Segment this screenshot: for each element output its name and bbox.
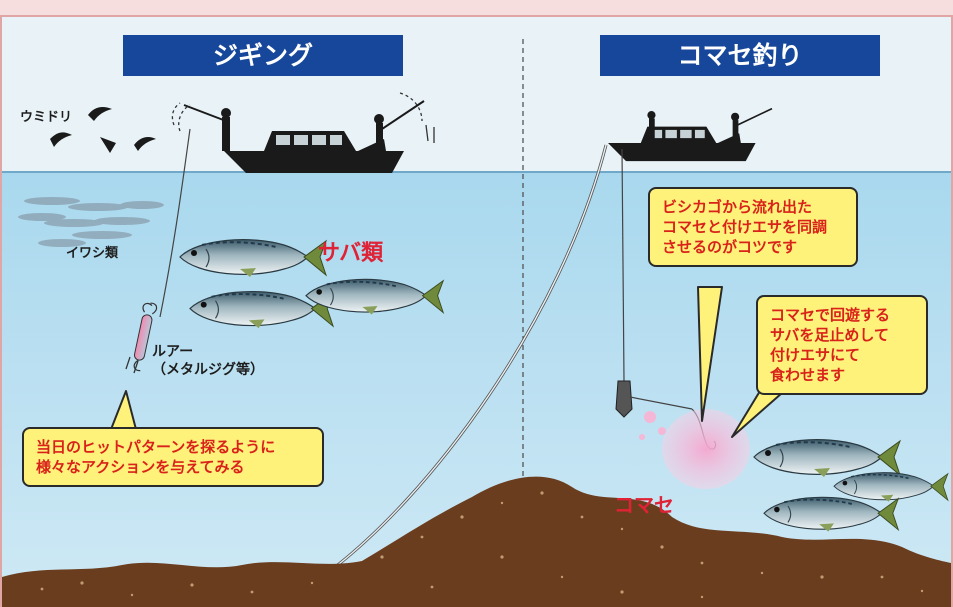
lure-label: ルアー （メタルジグ等）: [152, 343, 264, 379]
diagram-frame: ジギング コマセ釣り ウミドリ イワシ類 サバ類 ルアー （メタルジグ等） コマ…: [0, 15, 953, 607]
sardine-label: イワシ類: [66, 246, 119, 261]
motion-mark: [399, 92, 423, 122]
callout-line: 食わせます: [770, 366, 846, 384]
chum-label: コマセ: [614, 493, 674, 517]
motion-mark: [425, 124, 435, 143]
callout-line: 付けエサにて: [770, 346, 861, 364]
mackerel-label: サバ類: [318, 241, 384, 266]
motion-mark: [171, 102, 181, 126]
lure-label-line: ルアー: [152, 344, 194, 360]
callout-line: させるのがコツです: [662, 238, 798, 256]
callout-line: 様々なアクションを与えてみる: [36, 458, 245, 476]
callout-jigging-tip: 当日のヒットパターンを探るように 様々なアクションを与えてみる: [22, 427, 324, 487]
title-chum-fishing: コマセ釣り: [600, 35, 880, 76]
callout-line: サバを足止めして: [770, 326, 889, 344]
callout-line: ビシカゴから流れ出た: [662, 198, 813, 216]
seabed: [2, 476, 951, 607]
callout-line: 当日のヒットパターンを探るように: [36, 438, 276, 456]
motion-mark: [178, 104, 191, 132]
metal-jig-lure: [133, 302, 158, 372]
seabirds: [50, 107, 156, 153]
motion-mark: [125, 356, 139, 374]
anchor-line-highlight: [321, 144, 607, 578]
seabed-speckles: [40, 491, 924, 599]
sardine-school: [18, 197, 164, 247]
chum-cloud: [639, 409, 750, 489]
bishikago-line: [621, 148, 625, 382]
seabirds-label: ウミドリ: [20, 110, 73, 125]
lure-label-line: （メタルジグ等）: [152, 362, 264, 378]
callout-pointer: [697, 286, 723, 422]
jigging-line: [159, 128, 191, 318]
callout-chum-tip: コマセで回遊する サバを足止めして 付けエサにて 食わせます: [756, 295, 928, 395]
callout-sync-tip: ビシカゴから流れ出た コマセと付けエサを同調 させるのがコツです: [648, 187, 858, 267]
callout-line: コマセと付けエサを同調: [662, 218, 828, 236]
callout-line: コマセで回遊する: [770, 306, 891, 324]
jigging-boat: [183, 100, 425, 173]
chum-fishing-boat: [608, 107, 773, 162]
title-jigging: ジギング: [123, 35, 403, 76]
